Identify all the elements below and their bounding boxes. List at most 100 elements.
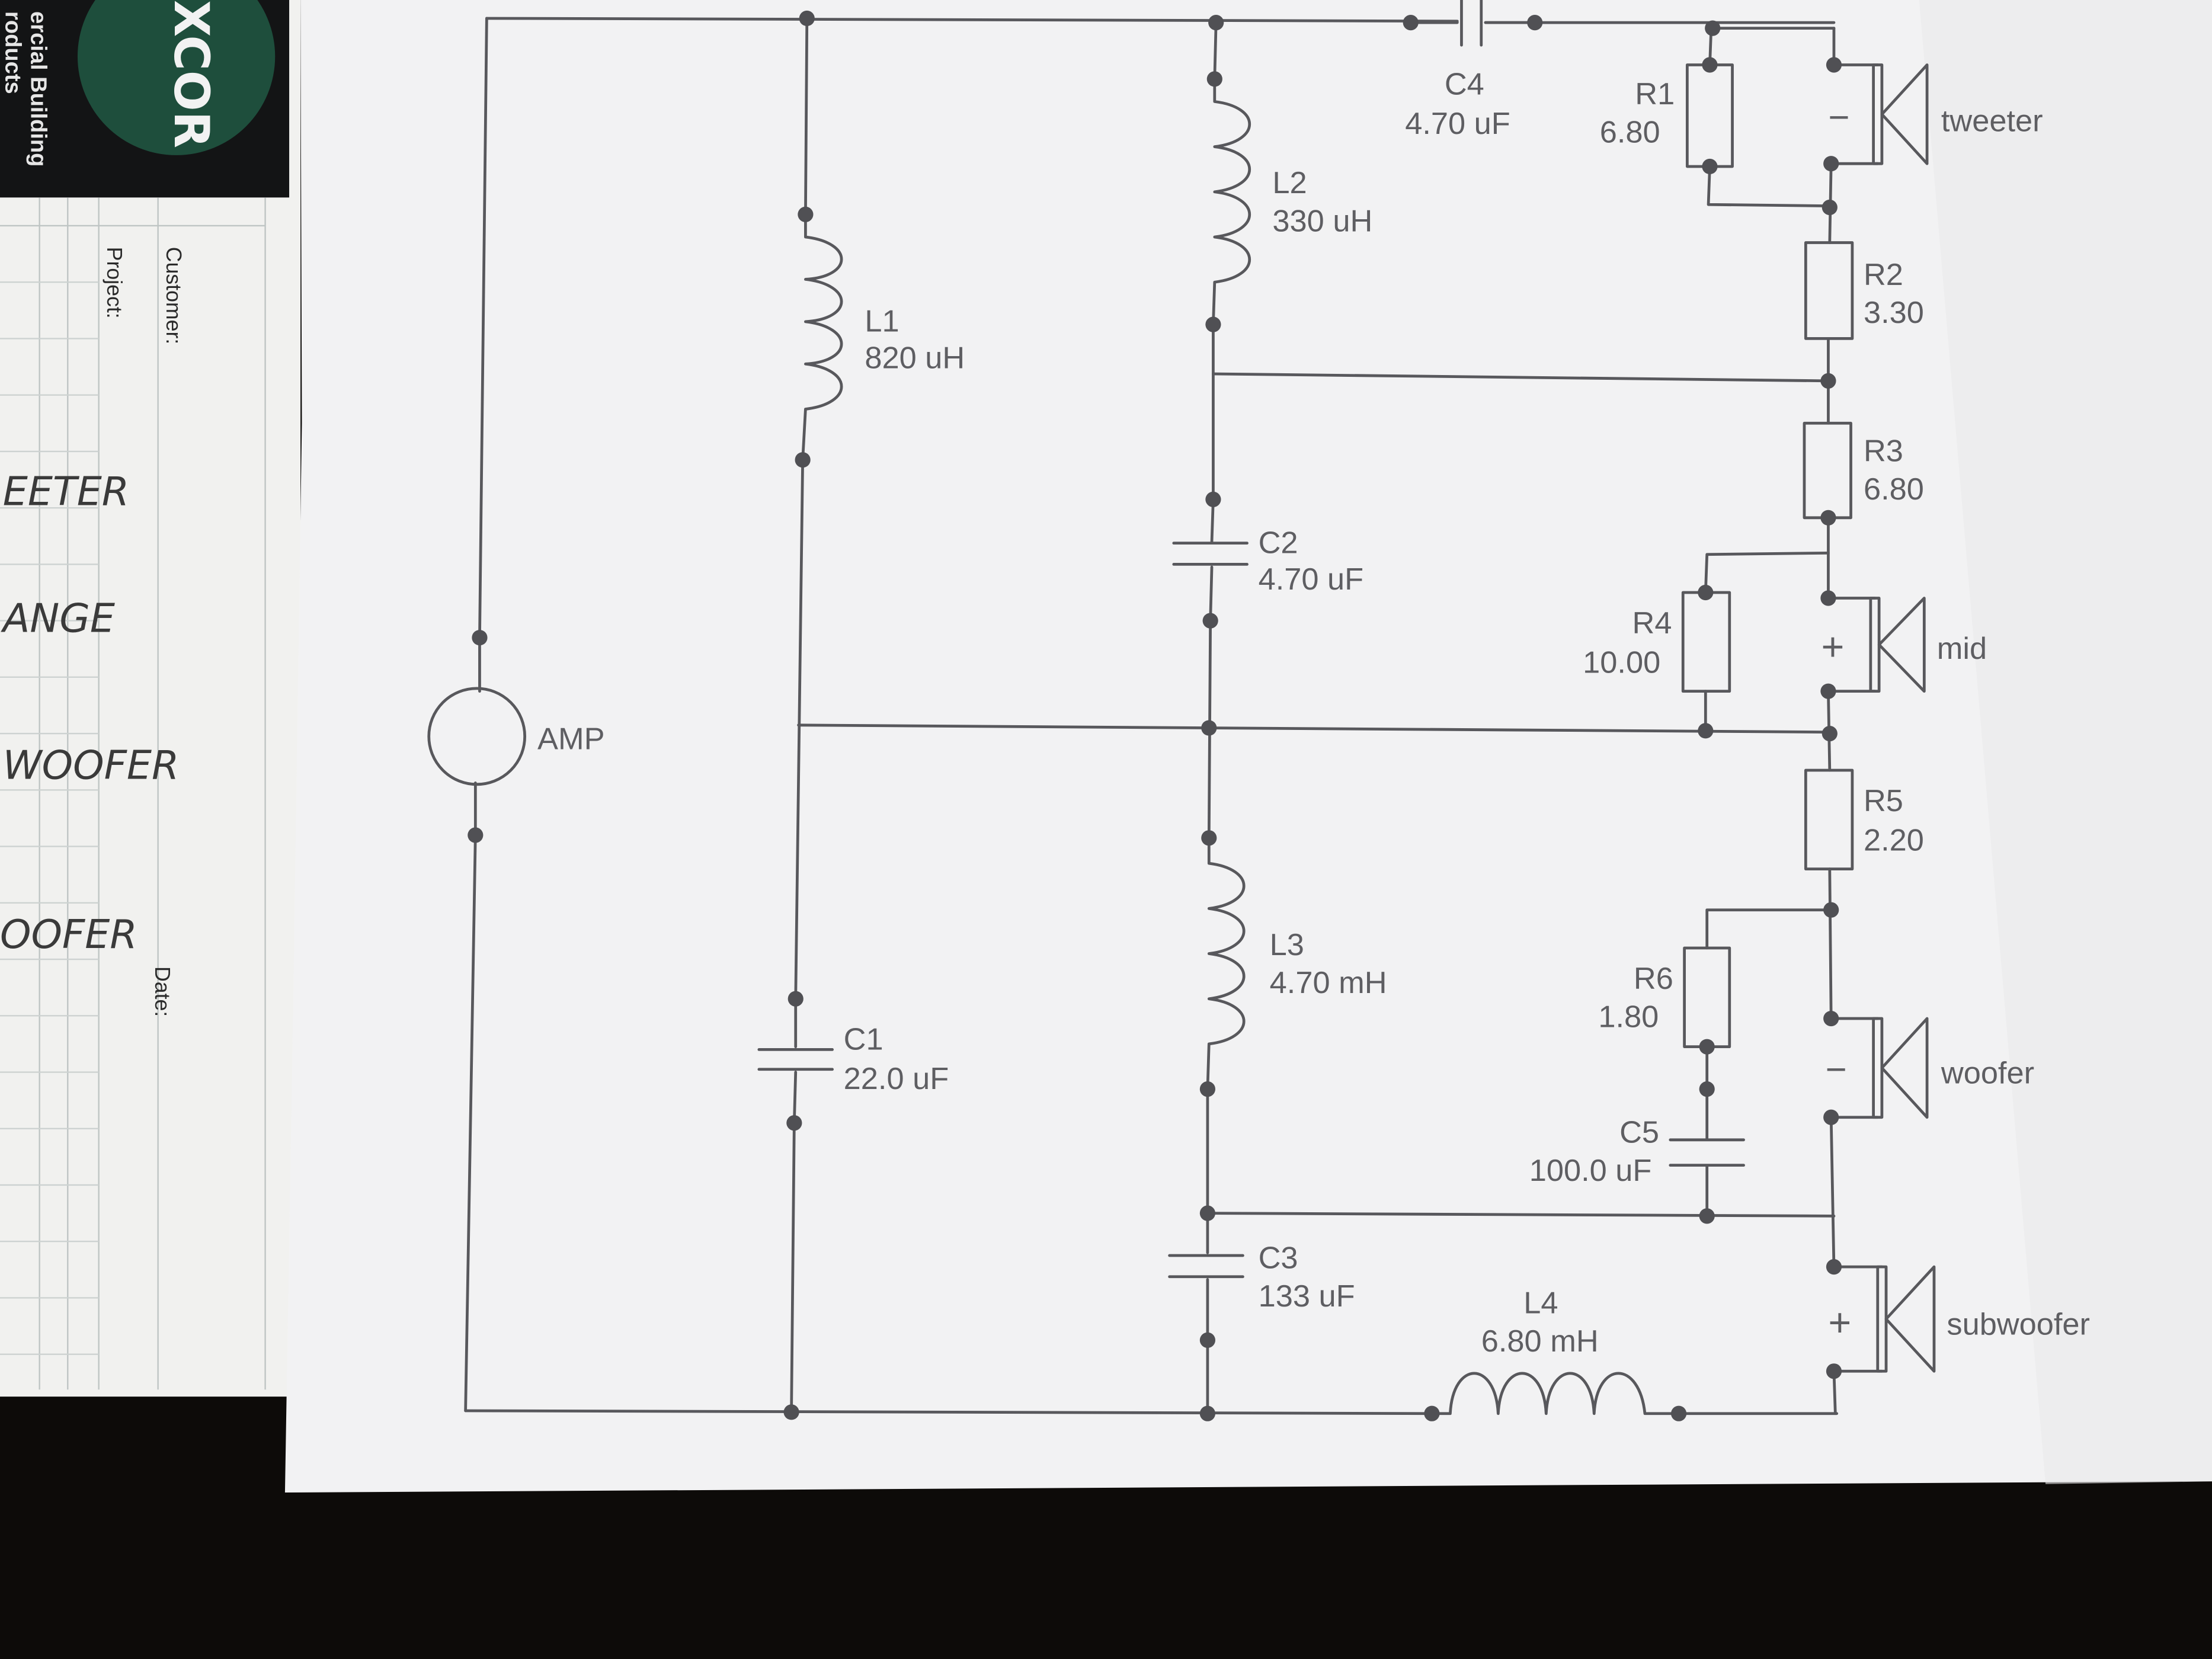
junction-dot bbox=[1820, 683, 1836, 699]
junction-dots bbox=[468, 10, 1842, 1421]
R5-id: R5 bbox=[1864, 784, 1903, 818]
junction-dot bbox=[1698, 723, 1714, 739]
junction-dot bbox=[1670, 1405, 1687, 1421]
amp-symbol bbox=[427, 687, 527, 786]
junction-dot bbox=[1823, 1010, 1839, 1027]
junction-dot bbox=[1199, 1081, 1216, 1097]
junction-dot bbox=[1822, 199, 1838, 216]
amp-left-wire bbox=[464, 17, 488, 1413]
junction-dot bbox=[1201, 720, 1217, 736]
date-label: Date: bbox=[151, 966, 174, 1017]
L3-value: 4.70 mH bbox=[1270, 966, 1387, 1000]
C5-value: 100.0 uF bbox=[1529, 1154, 1652, 1188]
handwritten-tweeter: EETER bbox=[3, 468, 129, 514]
C1-value: 22.0 uF bbox=[844, 1062, 949, 1096]
junction-dot bbox=[799, 10, 815, 27]
brand-tagline-2: roducts bbox=[1, 11, 25, 94]
R1-id: R1 bbox=[1635, 77, 1675, 111]
woofer-label: woofer bbox=[1941, 1056, 2034, 1091]
L1-value: 820 uH bbox=[865, 341, 965, 375]
C2-value: 4.70 uF bbox=[1259, 562, 1364, 597]
L1-id: L1 bbox=[865, 305, 899, 339]
junction-dot bbox=[1823, 156, 1839, 172]
junction-dot bbox=[786, 1115, 802, 1131]
inductor-L4 bbox=[1430, 1372, 1680, 1415]
junction-dot bbox=[1702, 57, 1718, 73]
woofer-polarity: − bbox=[1826, 1049, 1847, 1090]
R6-value: 1.80 bbox=[1598, 1000, 1659, 1034]
inductor-L1 bbox=[801, 213, 843, 462]
R3-value: 6.80 bbox=[1864, 472, 1924, 507]
brand-tagline-1: ercial Building bbox=[25, 11, 50, 166]
mid-junction-wire bbox=[797, 723, 1836, 734]
C3-id: C3 bbox=[1259, 1241, 1298, 1275]
junction-dot bbox=[1403, 15, 1419, 31]
form-grid bbox=[0, 197, 266, 1390]
mid-polarity: + bbox=[1822, 625, 1845, 669]
R4-id: R4 bbox=[1632, 606, 1672, 640]
C4-id: C4 bbox=[1445, 68, 1484, 102]
inductor-L2 bbox=[1212, 77, 1251, 326]
junction-dot bbox=[1527, 15, 1543, 31]
junction-dot bbox=[1208, 15, 1224, 31]
speaker-tweeter-icon bbox=[1832, 63, 1929, 165]
handwritten-midrange: ANGE bbox=[1, 595, 115, 642]
junction-dot bbox=[783, 1404, 799, 1420]
brand-name: XCOR bbox=[163, 0, 219, 148]
junction-dot bbox=[1826, 57, 1842, 73]
subwoofer-polarity: + bbox=[1828, 1301, 1851, 1345]
L2-value: 330 uH bbox=[1272, 204, 1372, 238]
C2-id: C2 bbox=[1259, 526, 1298, 560]
C5-id: C5 bbox=[1619, 1116, 1659, 1150]
junction-dot bbox=[1205, 491, 1221, 507]
junction-dot bbox=[472, 630, 488, 646]
R3-id: R3 bbox=[1864, 434, 1903, 469]
junction-dot bbox=[798, 206, 814, 222]
junction-dot bbox=[1705, 20, 1721, 36]
L3-id: L3 bbox=[1270, 928, 1304, 962]
junction-dot bbox=[1820, 510, 1836, 526]
handwritten-woofer: WOOFER bbox=[3, 742, 180, 788]
junction-dot bbox=[1699, 1039, 1715, 1055]
tap-wire-r2r3 bbox=[1212, 372, 1830, 383]
project-folder: XCOR ercial Building roducts Customer: P… bbox=[0, 0, 301, 1397]
customer-label: Customer: bbox=[162, 247, 185, 345]
bottom-wire bbox=[464, 1409, 1839, 1415]
L4-id: L4 bbox=[1523, 1286, 1558, 1321]
amp-label: AMP bbox=[537, 722, 604, 756]
inductor-L3 bbox=[1206, 836, 1246, 1091]
tweeter-polarity: − bbox=[1828, 97, 1849, 138]
tweeter-label: tweeter bbox=[1941, 104, 2043, 138]
junction-dot bbox=[1199, 1205, 1216, 1221]
junction-dot bbox=[1199, 1332, 1216, 1348]
junction-dot bbox=[1699, 1208, 1715, 1224]
junction-dot bbox=[1823, 1109, 1839, 1125]
C3-value: 133 uF bbox=[1259, 1279, 1355, 1314]
junction-dot bbox=[1698, 584, 1714, 601]
junction-dot bbox=[1822, 726, 1838, 742]
junction-dot bbox=[1820, 590, 1836, 606]
R2-id: R2 bbox=[1864, 258, 1903, 292]
mid-label: mid bbox=[1937, 632, 1987, 666]
junction-dot bbox=[1201, 830, 1217, 846]
handwritten-subwoofer: OOFER bbox=[0, 911, 137, 957]
C4-value: 4.70 uF bbox=[1405, 107, 1510, 141]
junction-dot bbox=[795, 452, 811, 468]
speaker-subwoofer-icon bbox=[1832, 1265, 1936, 1373]
junction-dot bbox=[468, 827, 484, 843]
R5-value: 2.20 bbox=[1864, 824, 1924, 858]
brand-logo-icon bbox=[77, 0, 276, 155]
junction-dot bbox=[1202, 613, 1218, 629]
R1-value: 6.80 bbox=[1600, 115, 1660, 149]
junction-dot bbox=[1199, 1405, 1216, 1421]
junction-dot bbox=[1820, 373, 1836, 389]
R4-value: 10.00 bbox=[1583, 646, 1660, 680]
paper-sheet bbox=[284, 0, 2212, 1493]
junction-dot bbox=[1702, 158, 1718, 175]
junction-dot bbox=[1205, 316, 1221, 332]
crossover-schematic bbox=[427, 0, 1936, 1415]
junction-dot bbox=[1699, 1081, 1715, 1097]
junction-dot bbox=[1826, 1363, 1842, 1379]
junction-dot bbox=[1206, 71, 1222, 87]
